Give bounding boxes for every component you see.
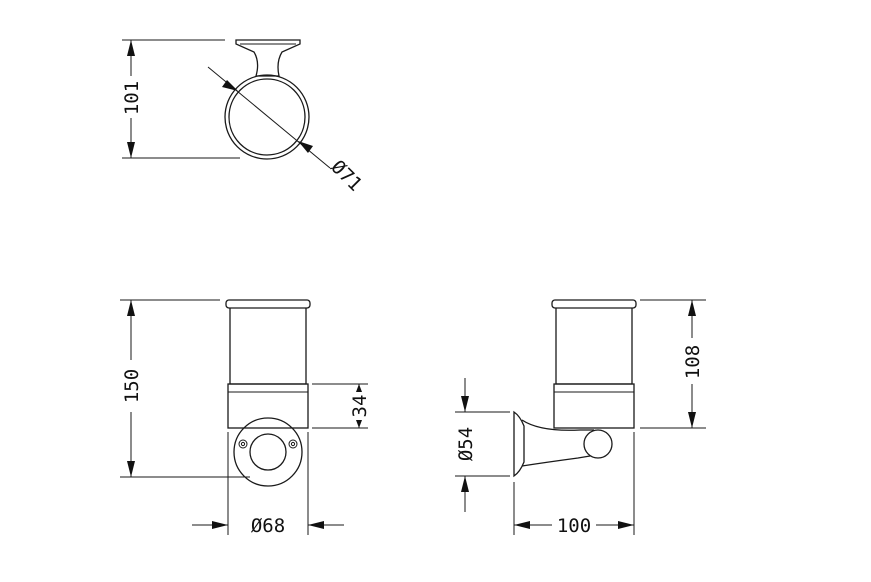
side-flange-label: Ø54 xyxy=(455,427,477,461)
side-depth-label: 100 xyxy=(557,515,591,537)
side-view-ball xyxy=(583,429,613,459)
front-view-cup-body xyxy=(229,308,307,385)
front-view-wall-plate xyxy=(233,417,303,487)
top-view: 101 Ø71 xyxy=(121,39,366,196)
top-view-ring-inner xyxy=(228,78,306,156)
front-view-cup-rim xyxy=(225,299,311,309)
top-view-bracket xyxy=(235,39,301,77)
front-view-screw-right xyxy=(288,439,298,449)
top-diameter-label: Ø71 xyxy=(326,156,366,196)
side-view-arm xyxy=(521,419,594,467)
top-view-ring-outer xyxy=(224,74,310,160)
side-view: 108 Ø54 100 xyxy=(455,299,706,537)
front-view-screw-left xyxy=(238,439,248,449)
front-band-label: 34 xyxy=(349,395,371,418)
side-view-holder-band xyxy=(553,383,635,429)
side-height-label: 108 xyxy=(682,345,704,379)
front-view-holder-band xyxy=(227,383,309,429)
side-view-cup-body xyxy=(555,308,633,385)
side-view-flange xyxy=(513,410,525,478)
front-width-label: Ø68 xyxy=(251,515,285,537)
front-view: 150 34 Ø68 xyxy=(120,299,371,537)
front-view-plate-boss xyxy=(249,433,287,471)
side-view-cup-rim xyxy=(551,299,637,309)
top-height-label: 101 xyxy=(121,81,143,115)
front-height-label: 150 xyxy=(121,369,143,403)
